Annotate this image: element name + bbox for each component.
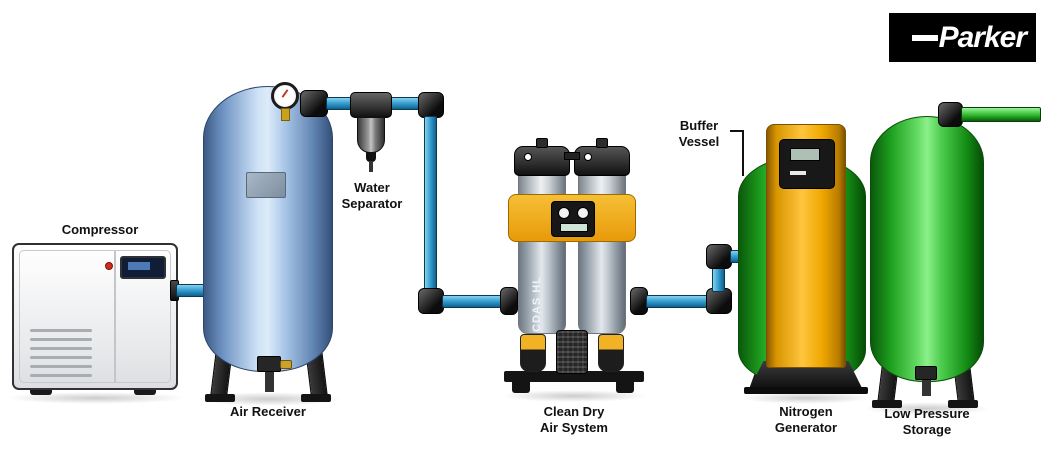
cdas-display-gauge-icon <box>558 207 570 219</box>
pressure-gauge-icon <box>271 82 299 110</box>
cdas-label: Clean Dry Air System <box>540 404 608 435</box>
pipe-cdas-outlet <box>646 295 710 308</box>
compressor-display-screen <box>128 262 150 270</box>
cdas-cap-right <box>574 146 630 176</box>
cdas-base-frame <box>504 371 644 382</box>
pipe-to-cdas <box>442 295 504 308</box>
cdas-filter-left <box>520 334 546 372</box>
cdas-cap-gauge-icon <box>584 153 592 161</box>
nitrogen-outlet-pipe <box>961 107 1041 122</box>
cdas-filter-cartridge <box>556 330 588 374</box>
low-pressure-storage-label: Low Pressure Storage <box>884 406 970 437</box>
low-pressure-storage-foot <box>948 400 978 408</box>
cdas-cap-fitting <box>596 138 608 148</box>
water-separator-drain-stem <box>369 161 373 172</box>
compressor-control-display <box>120 256 166 279</box>
water-separator-label: Water Separator <box>341 180 403 211</box>
pipe-elbow-bottom-left <box>418 288 444 314</box>
cdas-tower-right <box>578 166 626 334</box>
compressor-vent-line <box>30 356 92 359</box>
cdas-cap-gauge-icon <box>524 153 532 161</box>
compressor-foot <box>30 388 52 395</box>
compressor-vent-line <box>30 338 92 341</box>
air-receiver-nameplate <box>246 172 286 198</box>
compressor-vent-line <box>30 329 92 332</box>
buffer-vessel-label: Buffer Vessel <box>678 118 720 149</box>
nitrogen-generator-screen <box>790 148 820 161</box>
parker-dash-icon <box>911 34 938 41</box>
compressor-vent-line <box>30 347 92 350</box>
cdas-cap-left <box>514 146 570 176</box>
compressor-label: Compressor <box>61 222 139 237</box>
air-receiver-drain <box>257 356 281 372</box>
buffer-vessel-pointer-line <box>730 130 744 132</box>
cdas-manifold-band <box>508 194 636 242</box>
cdas-control-display <box>551 201 595 237</box>
air-receiver-drain-valve <box>280 360 292 369</box>
cdas-tower-left-lower <box>519 241 565 333</box>
pipe-elbow-top-right <box>418 92 444 118</box>
low-pressure-storage-drain <box>915 366 937 380</box>
cdas-shadow <box>500 390 648 402</box>
nitrogen-generator-shadow <box>740 392 870 404</box>
gauge-needle <box>281 89 289 98</box>
parker-logo-text: Parker <box>938 20 1027 54</box>
cdas-foot <box>512 382 530 393</box>
compressor-foot <box>134 388 156 395</box>
nitrogen-generator-label: Nitrogen Generator <box>774 404 838 435</box>
pipe-elbow-receiver-top <box>300 90 328 117</box>
compressor-panel-divider <box>114 251 116 382</box>
compressor-power-button-icon <box>105 262 113 270</box>
cdas-display-screen <box>560 223 588 232</box>
parker-logo: Parker <box>889 13 1036 62</box>
compressor-vent-line <box>30 374 92 377</box>
air-receiver-foot <box>205 394 235 402</box>
air-receiver-tank <box>203 86 333 372</box>
cdas-tower-right-lower <box>579 241 625 333</box>
water-separator-bowl <box>357 117 385 153</box>
nitrogen-generator-footbar <box>744 387 868 394</box>
pipe-vertical-drop <box>424 116 437 294</box>
compressor-unit <box>12 243 178 390</box>
nitrogen-generator-display <box>779 139 835 189</box>
cdas-cap-bridge-pipe <box>564 152 580 160</box>
pressure-gauge-stem <box>281 108 290 121</box>
nitrogen-generator-unit <box>766 124 846 368</box>
cdas-model-text: CDAS HL <box>531 276 543 332</box>
compressor-panel-outline <box>19 250 171 383</box>
cdas-foot <box>616 382 634 393</box>
air-receiver-drain-stem <box>265 372 274 392</box>
low-pressure-storage-foot <box>872 400 902 408</box>
cdas-filter-right <box>598 334 624 372</box>
compressor-shadow <box>6 392 186 404</box>
low-pressure-storage-tank <box>870 116 984 382</box>
air-receiver-foot <box>301 394 331 402</box>
air-receiver-label: Air Receiver <box>230 404 306 419</box>
water-separator-tip <box>366 152 376 162</box>
compressor-vent-line <box>30 365 92 368</box>
buffer-vessel-pointer-line <box>742 130 744 176</box>
pipe-elbow-storage-top <box>938 102 963 127</box>
cdas-display-gauge-icon <box>577 207 589 219</box>
pipe-elbow-riser-top <box>706 244 732 269</box>
low-pressure-storage-drain-stem <box>922 380 931 396</box>
water-separator-head <box>350 92 392 118</box>
cdas-inlet-joint <box>500 287 518 315</box>
nitrogen-generator-brand-mark <box>790 171 806 175</box>
cdas-cap-fitting <box>536 138 548 148</box>
